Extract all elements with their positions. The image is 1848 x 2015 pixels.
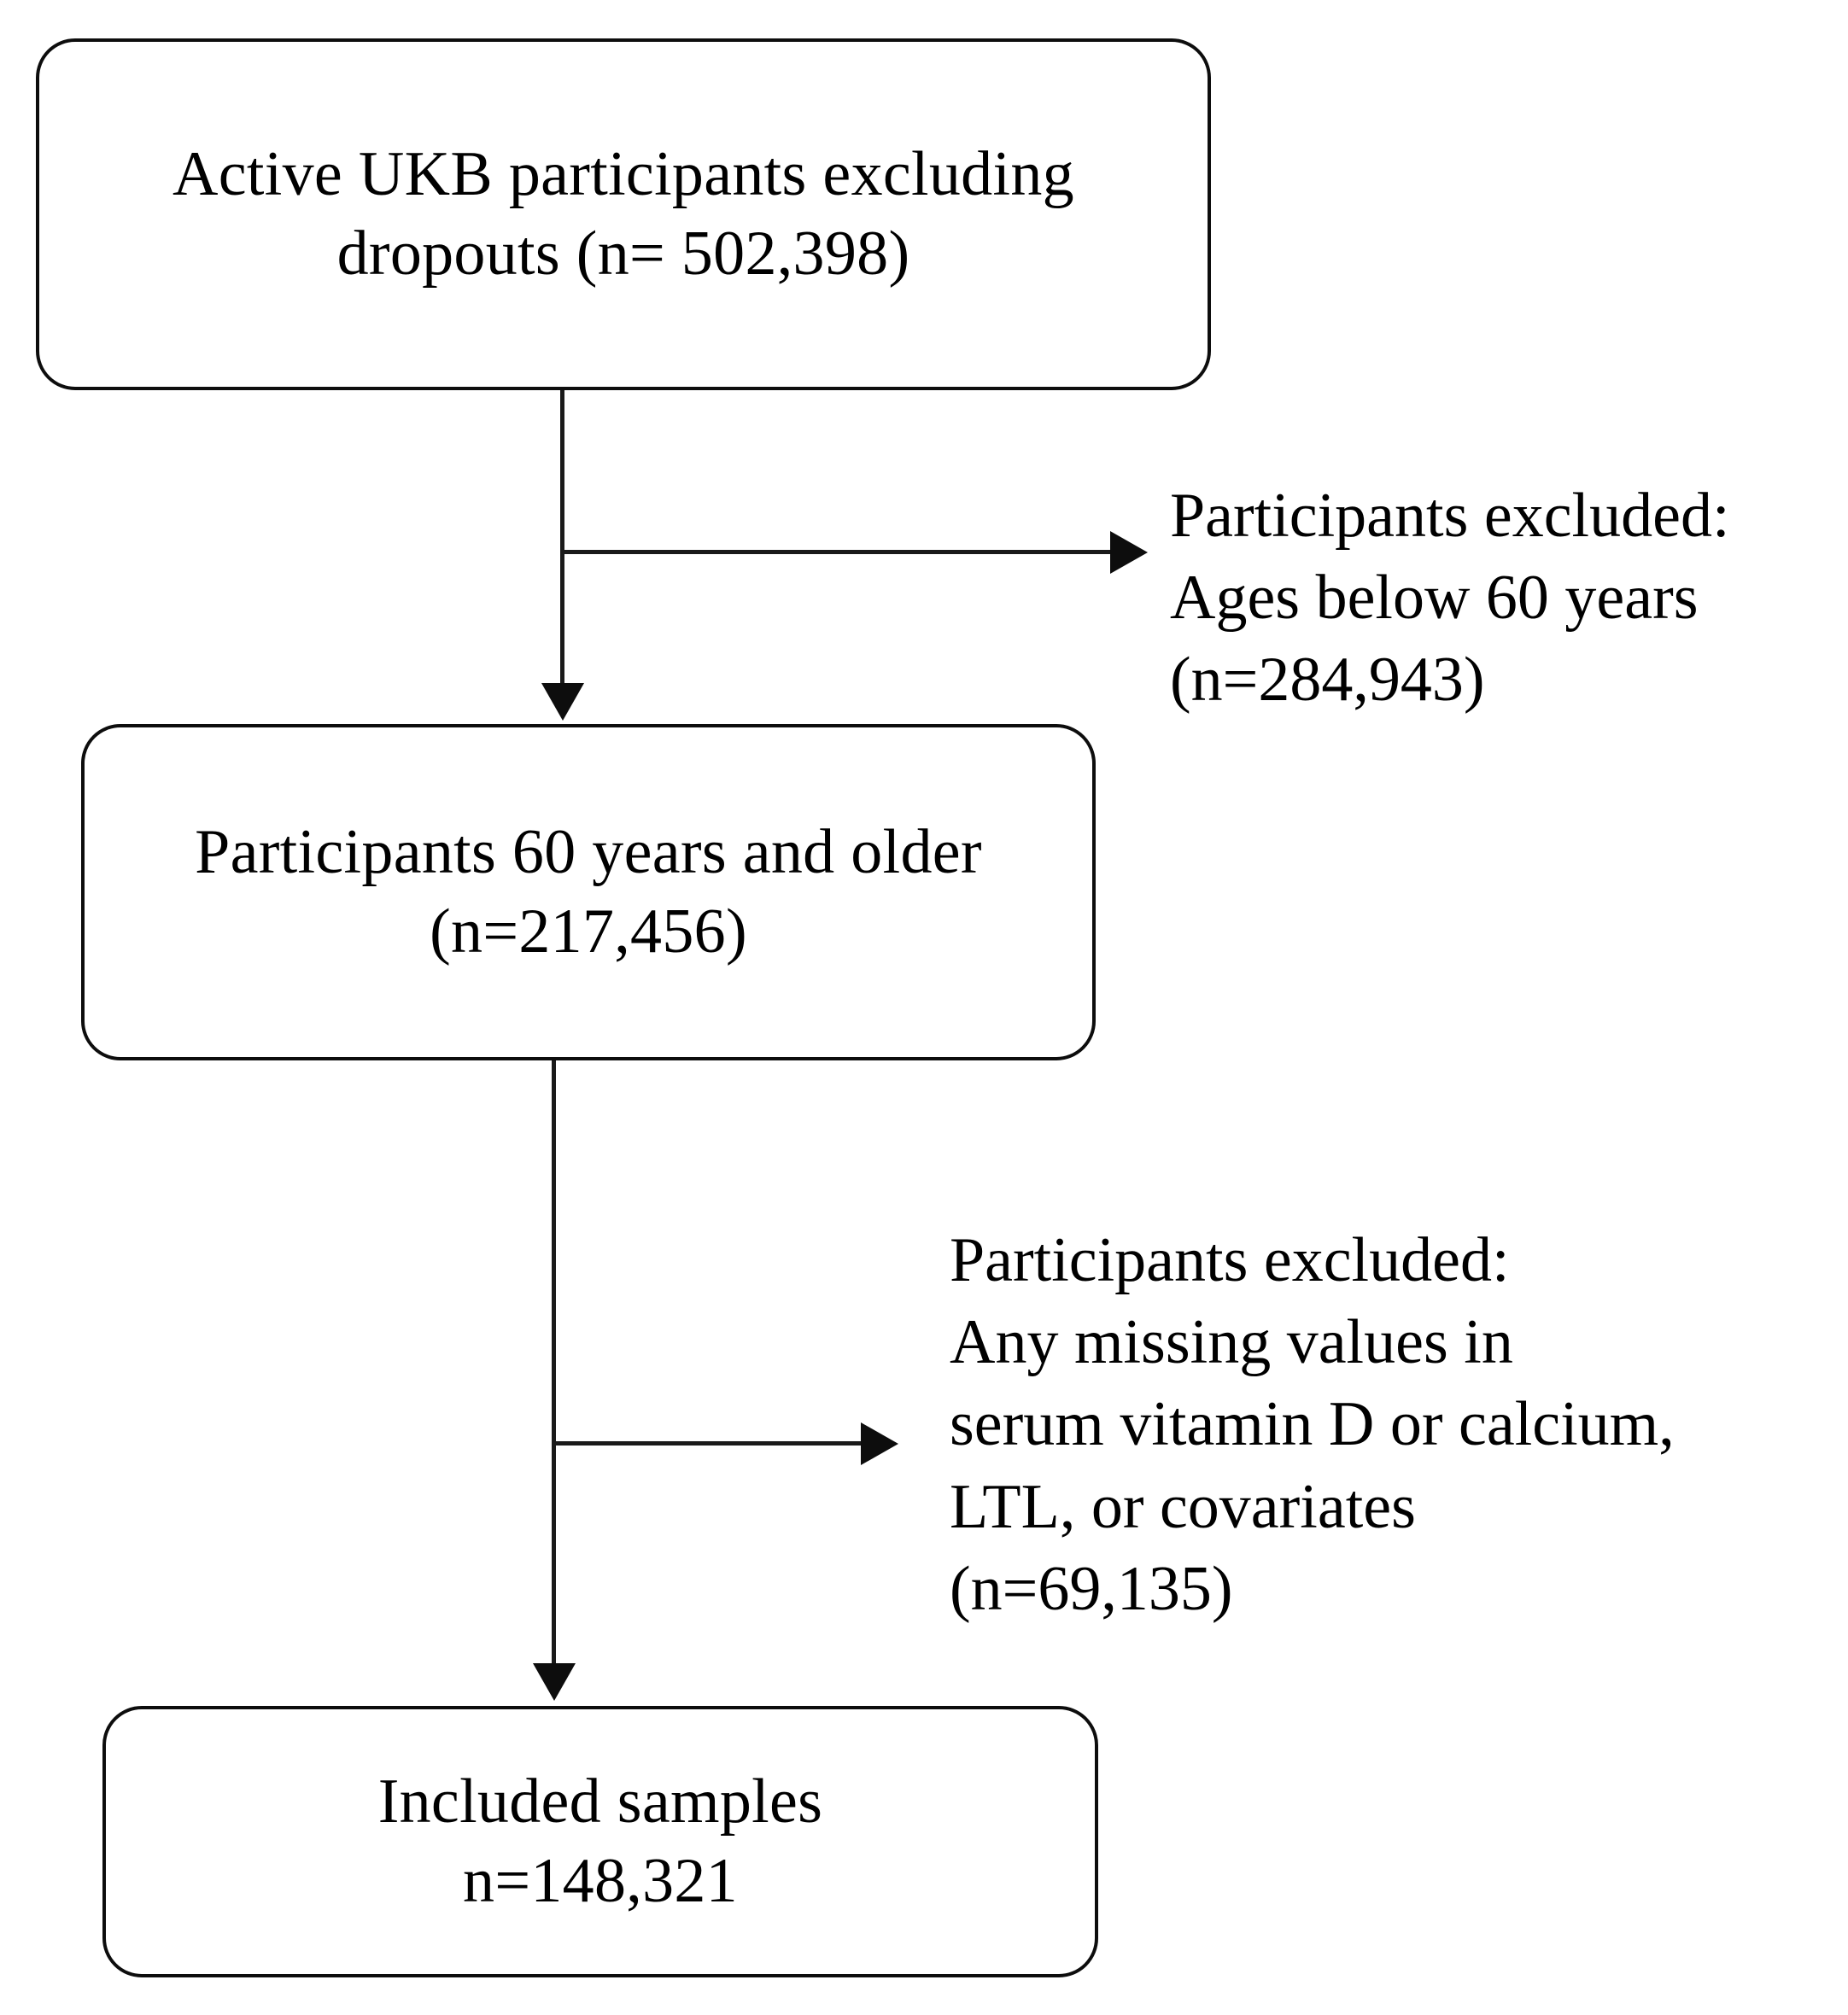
exclusion-note-missing-values-line-1: Participants excluded:: [950, 1225, 1510, 1295]
exclusion-note-missing-values-line-4: LTL, or covariates: [950, 1471, 1416, 1542]
flow-box-active-cohort-line-1: Active UKB participants excluding: [173, 138, 1074, 209]
exclusion-note-missing-values: Participants excluded: Any missing value…: [950, 1219, 1675, 1630]
arrowhead-down-to-included: [533, 1663, 576, 1701]
arrowhead-right-to-exclusion-missing: [861, 1422, 898, 1465]
arrowhead-down-to-elderly: [541, 683, 584, 721]
flow-box-participants-60-and-older-line-2: (n=217,456): [430, 897, 747, 967]
flow-box-active-cohort-line-2: dropouts (n= 502,398): [336, 219, 910, 289]
flow-box-participants-60-and-older: Participants 60 years and older (n=217,4…: [81, 724, 1096, 1060]
exclusion-note-missing-values-line-5: (n=69,135): [950, 1553, 1233, 1624]
connector-line-elderly-to-included: [552, 1060, 556, 1689]
exclusion-note-age: Participants excluded: Ages below 60 yea…: [1170, 475, 1730, 721]
flow-box-included-samples: Included samples n=148,321: [102, 1706, 1098, 1977]
flow-box-included-samples-line-1: Included samples: [377, 1766, 823, 1837]
connector-line-exclusion-missing: [553, 1441, 864, 1446]
exclusion-note-age-line-3: (n=284,943): [1170, 645, 1485, 715]
connector-line-exclusion-age: [562, 550, 1117, 554]
exclusion-note-age-line-2: Ages below 60 years: [1170, 563, 1699, 634]
exclusion-note-age-line-1: Participants excluded:: [1170, 481, 1730, 551]
flow-box-included-samples-line-2: n=148,321: [463, 1846, 738, 1916]
exclusion-note-missing-values-line-3: serum vitamin D or calcium,: [950, 1389, 1675, 1460]
arrowhead-right-to-exclusion-age: [1110, 531, 1148, 574]
flow-box-participants-60-and-older-line-1: Participants 60 years and older: [195, 816, 982, 887]
flow-box-active-cohort: Active UKB participants excluding dropou…: [36, 38, 1211, 390]
exclusion-note-missing-values-line-2: Any missing values in: [950, 1307, 1513, 1378]
